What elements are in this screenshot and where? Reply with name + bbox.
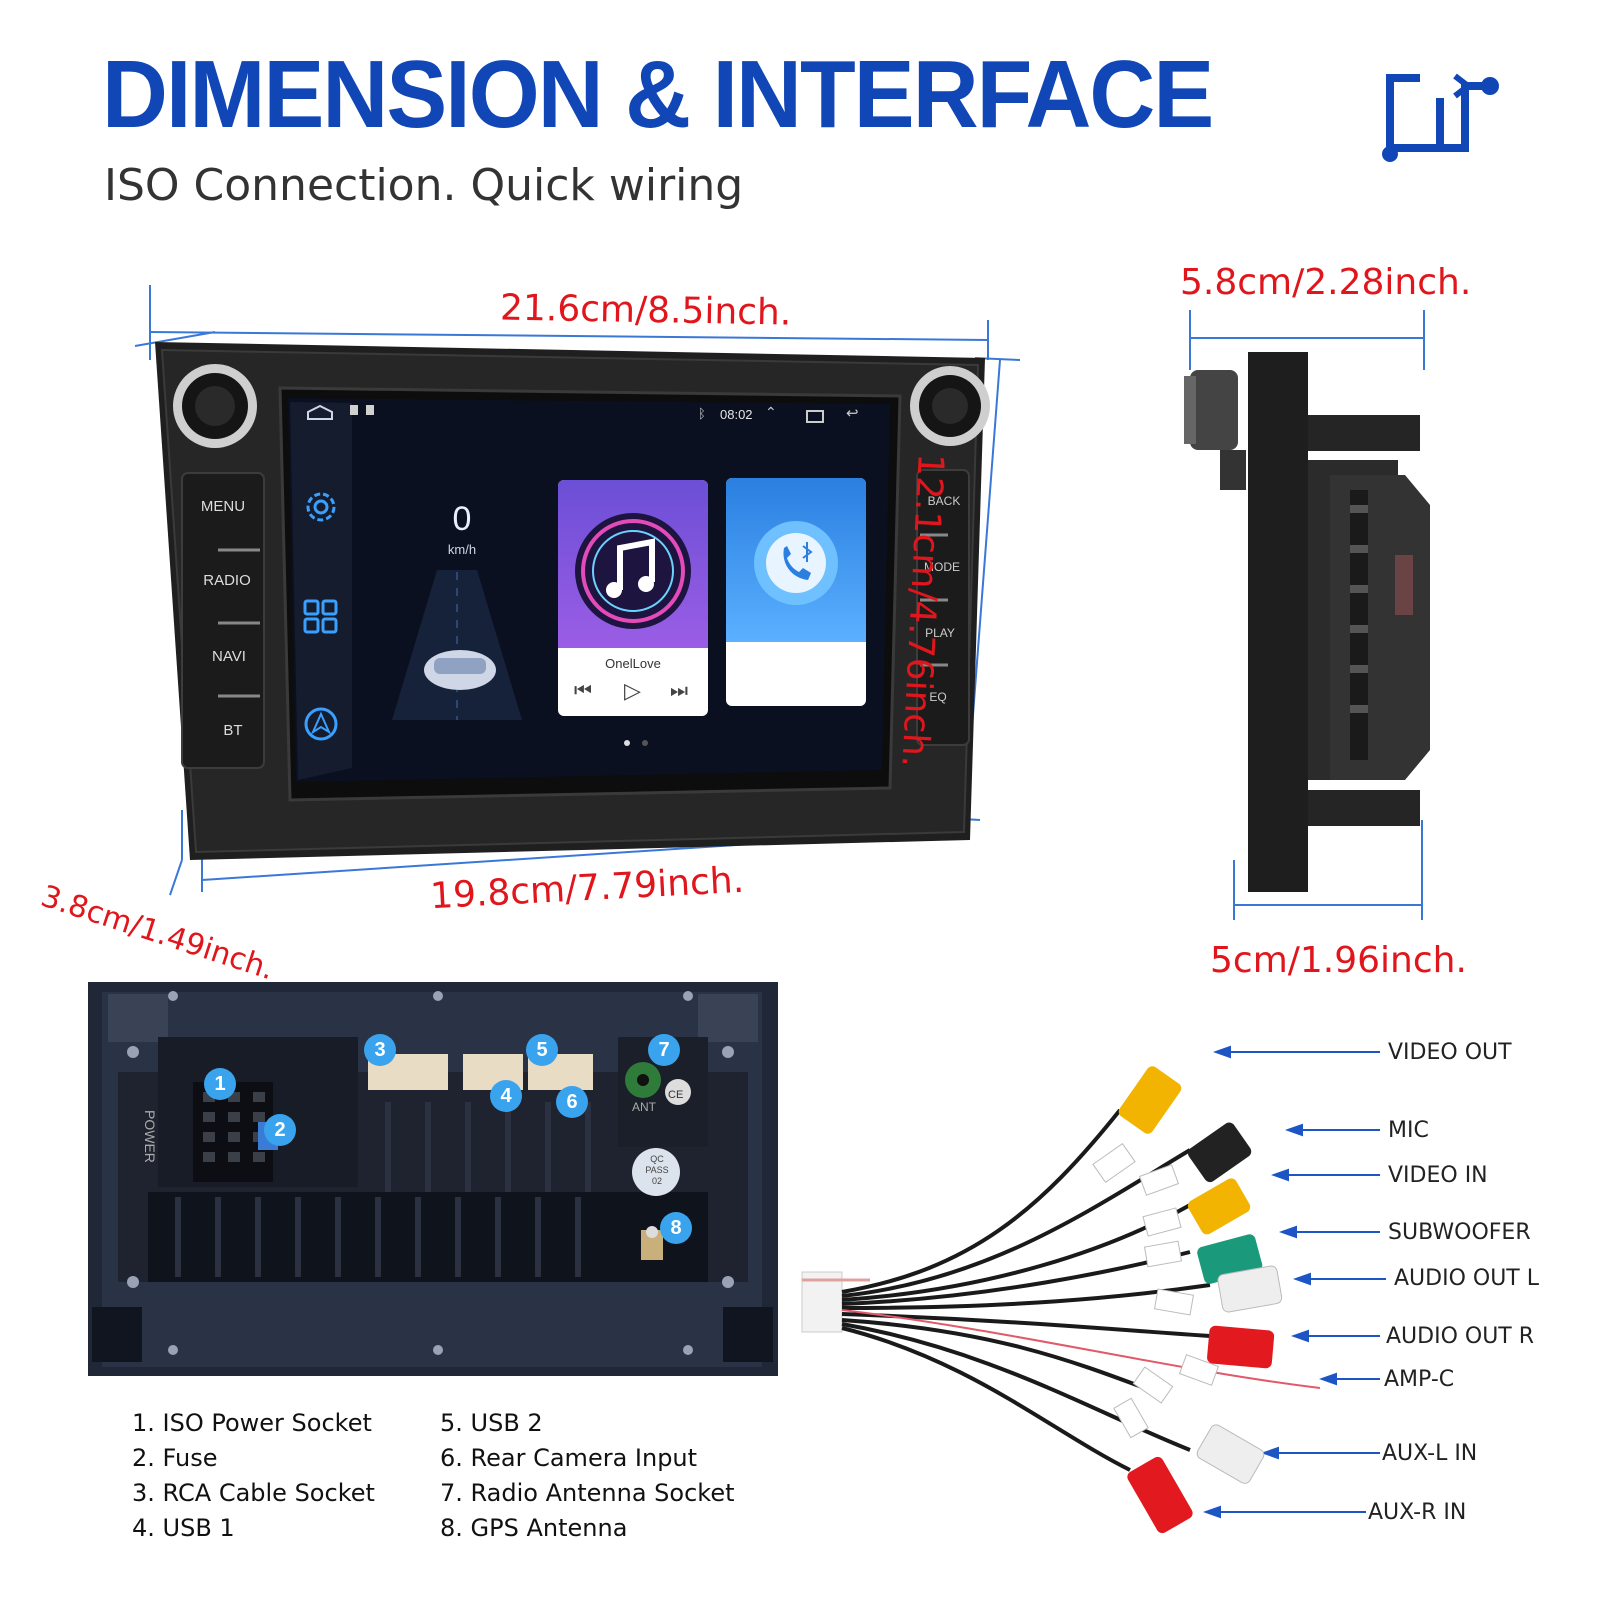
eq-button[interactable]: EQ	[929, 690, 947, 704]
navi-button[interactable]: NAVI	[212, 648, 246, 665]
play-icon[interactable]: ▷	[624, 678, 641, 703]
connection-logo-icon	[1382, 73, 1499, 162]
badge-usb1: 4	[490, 1080, 522, 1112]
next-track-icon[interactable]: ⏭	[670, 680, 688, 702]
badge-rca: 3	[364, 1034, 396, 1066]
menu-button[interactable]: MENU	[200, 498, 246, 515]
side-bottom-depth-label: 5cm/1.96inch.	[1210, 940, 1467, 981]
chevron-up-icon[interactable]: ⌃	[765, 404, 777, 420]
page-subtitle: ISO Connection. Quick wiring	[104, 160, 744, 211]
legend-item: 8. GPS Antenna	[440, 1514, 628, 1542]
cable-audio-out-l-wrap: AUDIO OUT L	[1394, 1266, 1600, 1291]
qc-line: 02	[651, 1176, 662, 1186]
cable-audio-out-r-wrap: AUDIO OUT R	[1386, 1324, 1600, 1349]
legend-item: 4. USB 1	[132, 1514, 235, 1542]
side-view-diagram	[1184, 310, 1430, 920]
legend-item: 3. RCA Cable Socket	[132, 1479, 375, 1507]
bt-button[interactable]: BT	[223, 722, 243, 739]
legend-left: 1. ISO Power Socket 2. Fuse 3. RCA Cable…	[132, 1406, 375, 1546]
power-label: POWER	[142, 1110, 158, 1163]
page-indicator	[642, 740, 648, 746]
radio-button[interactable]: RADIO	[203, 572, 251, 589]
status-dot-icon	[366, 405, 374, 415]
speed-widget	[392, 570, 522, 720]
legend-item: 6. Rear Camera Input	[440, 1444, 698, 1472]
bluetooth-icon: ᛒ	[698, 406, 706, 421]
cable-audio-out-r-label: AUDIO OUT R	[1386, 1324, 1535, 1349]
status-time: 08:02	[720, 407, 753, 422]
speed-value: 0	[452, 500, 472, 538]
navigation-icon[interactable]	[303, 706, 339, 742]
side-top-depth-label: 5.8cm/2.28inch.	[1180, 262, 1472, 303]
legend-right: 5. USB 2 6. Rear Camera Input 7. Radio A…	[440, 1406, 735, 1546]
legend-item: 7. Radio Antenna Socket	[440, 1479, 735, 1507]
phone-bluetooth-icon	[754, 521, 838, 605]
speed-unit: km/h	[447, 542, 477, 557]
recent-apps-icon[interactable]	[806, 410, 824, 423]
music-card[interactable]: OnelLove ⏮ ▷ ⏭	[558, 480, 708, 716]
cable-aux-l-in-label: AUX-L IN	[1382, 1441, 1478, 1466]
page-indicator	[624, 740, 630, 746]
badge-iso-power: 1	[204, 1068, 236, 1100]
page-title: DIMENSION & INTERFACE	[102, 41, 1214, 148]
back-button[interactable]: BACK	[927, 494, 961, 508]
qc-line: PASS	[645, 1165, 669, 1175]
play-button[interactable]: PLAY	[925, 626, 955, 640]
phone-card[interactable]	[726, 478, 866, 706]
cable-video-out-label: VIDEO OUT	[1388, 1040, 1512, 1065]
ant-label: ANT	[632, 1100, 656, 1114]
status-dot-icon	[350, 405, 358, 415]
previous-track-icon[interactable]: ⏮	[574, 680, 592, 702]
home-icon[interactable]	[305, 404, 335, 422]
music-icon	[575, 513, 691, 629]
cable-amp-c-label: AMP-C	[1384, 1367, 1455, 1392]
badge-usb2: 5	[526, 1034, 558, 1066]
badge-gps: 8	[660, 1212, 692, 1244]
legend-item: 1. ISO Power Socket	[132, 1409, 372, 1437]
cable-subwoofer-label: SUBWOOFER	[1388, 1220, 1531, 1245]
cable-video-in-label: VIDEO IN	[1388, 1163, 1488, 1188]
cable-aux-r-in-label: AUX-R IN	[1368, 1500, 1467, 1525]
legend-item: 5. USB 2	[440, 1409, 543, 1437]
back-arrow-icon[interactable]: ↩	[846, 405, 859, 422]
rca-cable-diagram	[801, 1045, 1386, 1534]
apps-icon[interactable]	[302, 598, 340, 636]
settings-icon[interactable]	[302, 488, 340, 526]
qc-sticker: QC PASS 02	[640, 1154, 674, 1187]
cable-audio-out-l-label: AUDIO OUT L	[1394, 1266, 1539, 1291]
mode-button[interactable]: MODE	[924, 560, 960, 574]
legend-item: 2. Fuse	[132, 1444, 218, 1472]
badge-rear-camera: 6	[556, 1086, 588, 1118]
cable-mic-label: MIC	[1388, 1118, 1429, 1143]
song-name: OnelLove	[605, 656, 661, 671]
qc-line: QC	[650, 1154, 664, 1164]
ce-label: CE	[668, 1089, 684, 1101]
front-width-label: 21.6cm/8.5inch.	[499, 287, 792, 334]
badge-radio-antenna: 7	[648, 1034, 680, 1066]
badge-fuse: 2	[264, 1114, 296, 1146]
